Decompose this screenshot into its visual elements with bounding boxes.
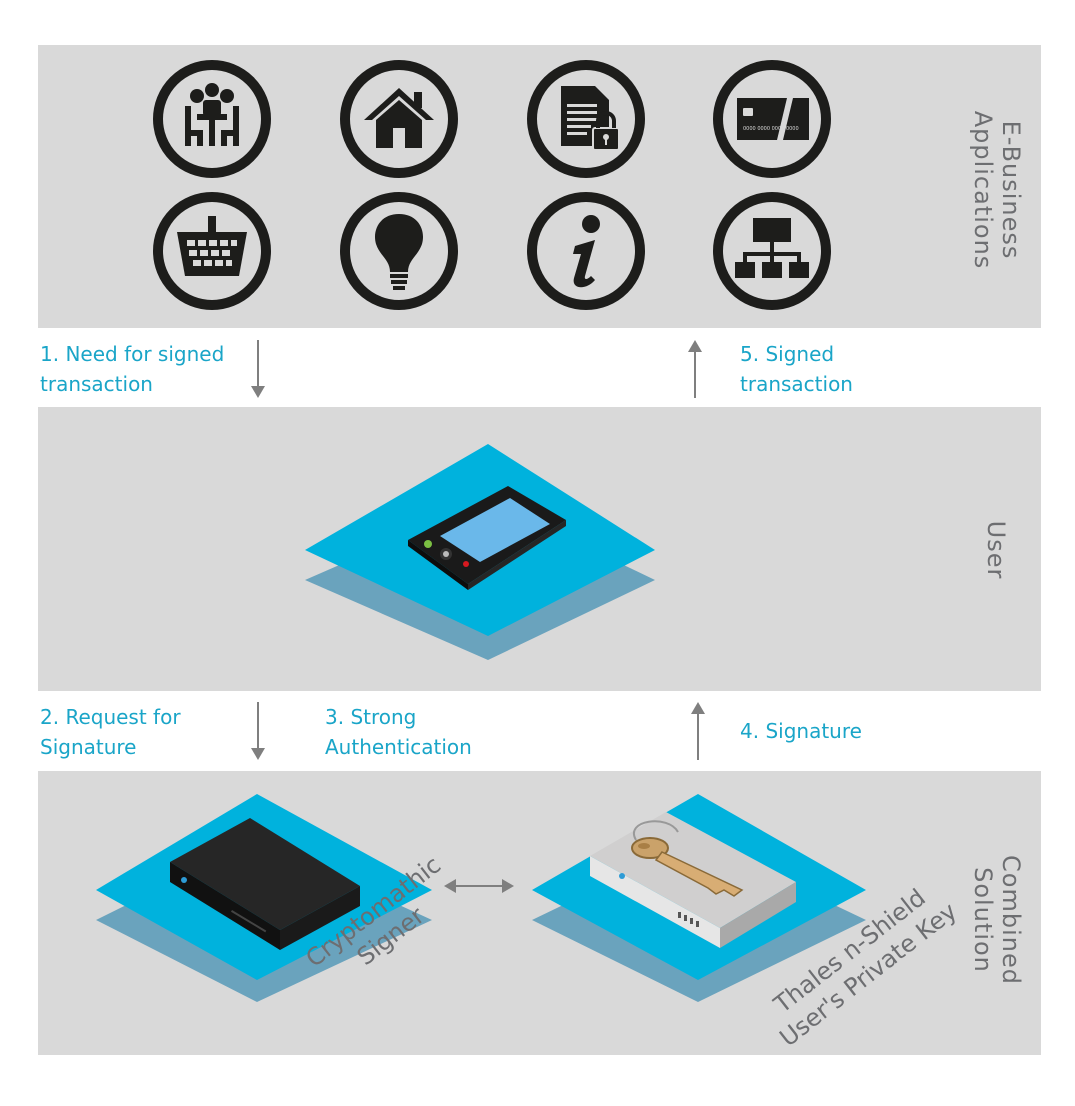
shopping-basket-icon <box>153 192 271 310</box>
card-number-text: 0000 0000 0000 0000 <box>743 126 799 132</box>
arrow-up-5 <box>688 340 702 398</box>
step-2-label: 2. Request for Signature <box>40 705 181 759</box>
arrow-up-4 <box>691 702 705 760</box>
applications-band-label: E-Business Applications <box>969 110 1025 270</box>
hsm-illustration <box>532 794 866 1002</box>
step-1-label: 1. Need for signed transaction <box>40 342 225 396</box>
meeting-icon <box>153 60 271 178</box>
smartphone-illustration <box>305 444 655 660</box>
step-4-label: 4. Signature <box>740 719 862 743</box>
solution-band-label: Combined Solution <box>969 855 1025 985</box>
step-5-label: 5. Signed transaction <box>740 342 853 396</box>
bidirectional-arrow <box>444 879 514 893</box>
arrow-down-2 <box>251 702 265 760</box>
signer-illustration <box>96 794 432 1002</box>
home-icon <box>340 60 458 178</box>
credit-card-icon: 0000 0000 0000 0000 <box>713 60 831 178</box>
smartphone-icon <box>408 486 566 590</box>
info-icon <box>527 192 645 310</box>
lightbulb-icon <box>340 192 458 310</box>
org-chart-icon <box>713 192 831 310</box>
signer-appliance-icon <box>170 818 360 950</box>
step-3-label: 3. Strong Authentication <box>325 705 472 759</box>
secure-document-icon <box>527 60 645 178</box>
key-icon <box>631 820 744 897</box>
arrow-down-1 <box>251 340 265 398</box>
user-band-label: User <box>982 520 1010 580</box>
